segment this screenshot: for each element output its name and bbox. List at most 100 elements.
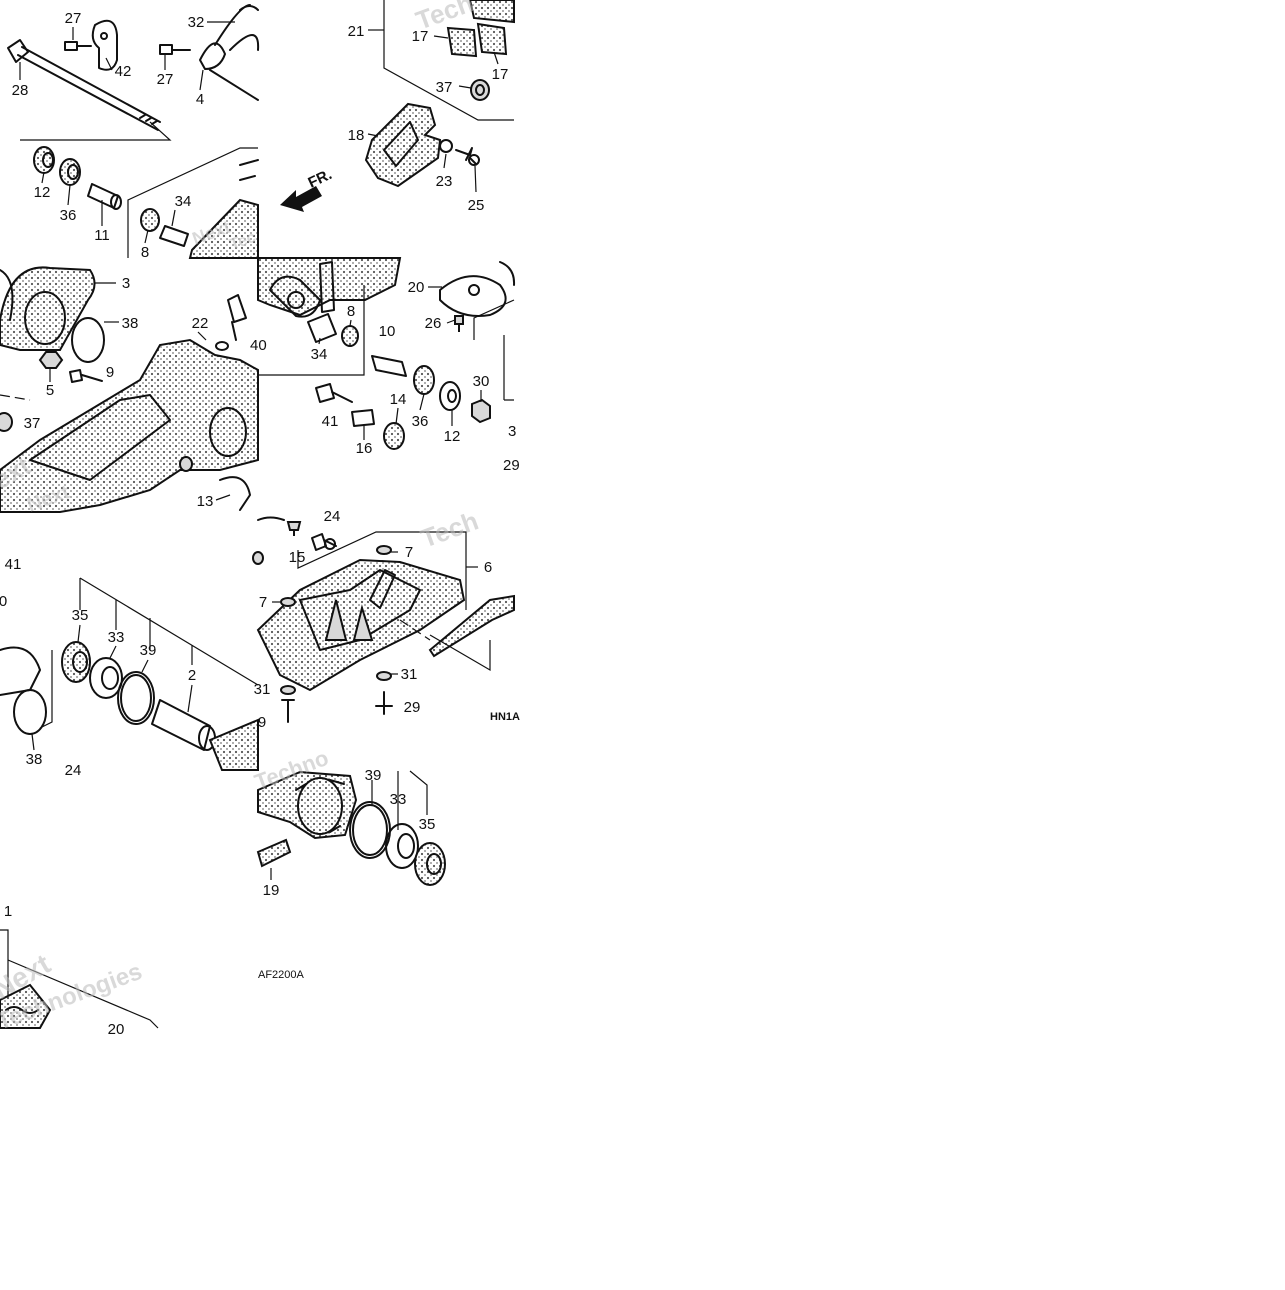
callout: 20	[108, 1021, 125, 1038]
chain-case-edge	[0, 269, 14, 321]
bolt-9	[69, 369, 103, 383]
leader-line	[446, 319, 456, 324]
leader-line	[493, 51, 499, 65]
link-box-right	[473, 299, 515, 340]
callout: 27	[157, 71, 174, 88]
callout: 30	[473, 373, 490, 390]
callout: 9	[258, 714, 266, 731]
callout: 19	[263, 882, 280, 899]
callout: 29	[404, 699, 421, 716]
callout: 36	[60, 207, 77, 224]
leader-line	[41, 171, 45, 184]
tile-swingarm-body: 3 38 22 40 5 9 37 13	[0, 266, 267, 513]
callout: 27	[65, 10, 82, 27]
hose-clip-4	[199, 4, 251, 70]
brake-pad-box	[383, 0, 514, 121]
bearing-box	[371, 770, 428, 830]
swingarm-body	[0, 338, 259, 513]
o-ring-38	[13, 689, 47, 735]
leader-line	[109, 645, 117, 659]
seal-8	[341, 325, 359, 347]
nut-30	[471, 398, 491, 424]
callout: 34	[311, 346, 328, 363]
bracket-13	[219, 476, 251, 511]
washer-7-b	[280, 597, 296, 607]
swingarm-fragment	[208, 718, 259, 771]
clamp-42	[91, 19, 118, 71]
bolt-22	[227, 294, 247, 341]
pivot-boss-ribs	[295, 779, 345, 833]
bearing-box-diagonal	[79, 577, 259, 686]
callout: 42	[115, 63, 132, 80]
leader-line	[458, 85, 472, 89]
callout: 17	[412, 28, 429, 45]
collar-34	[307, 313, 337, 343]
dust-seal-35-inner	[426, 853, 442, 875]
o-ring-38	[71, 317, 105, 363]
swingarm-pivot-boss	[209, 407, 247, 457]
callout: 29	[503, 457, 520, 474]
chain-links	[5, 1006, 39, 1014]
bolt-29	[375, 691, 393, 715]
bolt-25-head	[468, 154, 480, 166]
washer-40	[215, 341, 229, 351]
skid-box	[297, 531, 467, 610]
grease-nipple	[179, 456, 193, 472]
callout: 2	[188, 667, 196, 684]
bearing-box-ticks	[79, 578, 193, 665]
leader-line	[144, 229, 149, 244]
seal-8	[140, 208, 160, 232]
chain-fragment	[0, 983, 52, 1029]
callout: 33	[390, 791, 407, 808]
dashed-leader	[0, 394, 31, 401]
leader-line	[199, 69, 204, 91]
callout: 22	[192, 315, 209, 332]
o-ring-39	[349, 801, 391, 859]
bushing-14	[383, 422, 405, 450]
callout: 38	[122, 315, 139, 332]
dust-seal-35-inner	[72, 651, 88, 673]
chain-slider-18	[364, 102, 442, 188]
washer-31-b	[280, 685, 296, 695]
tile-chain-area: 1 20	[0, 903, 159, 1038]
callout: 7	[259, 594, 267, 611]
skid-plate-recess	[299, 569, 421, 651]
bearing-33	[385, 823, 419, 869]
callout: 5	[46, 382, 54, 399]
callout: 12	[444, 428, 461, 445]
bolt-27-b	[159, 44, 191, 55]
frame-fragment	[257, 257, 402, 317]
brake-pad-17-a	[446, 26, 478, 58]
callout: 41	[5, 556, 22, 573]
callout: 38	[26, 751, 43, 768]
callout: 36	[412, 413, 429, 430]
bearing-33-inner	[397, 833, 415, 859]
watermark-text: Tech	[417, 505, 482, 553]
swingarm-pivot-fragment	[188, 198, 259, 259]
swingarm-pivot-boss	[257, 770, 358, 840]
bolt-24-head	[324, 538, 336, 550]
chain-box-diag	[7, 959, 159, 1029]
leader-line	[77, 624, 81, 643]
nut-37	[0, 412, 13, 432]
assembly-box-right	[127, 147, 258, 258]
callout: 0	[0, 593, 7, 610]
pivot-bolt-shaft-edge	[21, 46, 161, 123]
part-edge	[257, 516, 285, 521]
washer-23	[439, 139, 453, 153]
dust-seal-12-inner	[42, 152, 54, 168]
collar-10	[371, 355, 407, 377]
leader-line	[349, 319, 352, 327]
dust-seal-35	[61, 641, 91, 683]
clamp-hole	[100, 32, 108, 40]
bolt-9	[281, 699, 295, 723]
swingarm-rib	[29, 394, 171, 481]
pivot-collar-2	[151, 699, 211, 751]
callout: 16	[356, 440, 373, 457]
tile-pivot-bearings: 41 0 35 33 39 2 38 24	[0, 556, 259, 779]
pivot-bolt-head	[7, 39, 29, 63]
callout: 24	[324, 508, 341, 525]
callout: 25	[468, 197, 485, 214]
callout: 41	[322, 413, 339, 430]
